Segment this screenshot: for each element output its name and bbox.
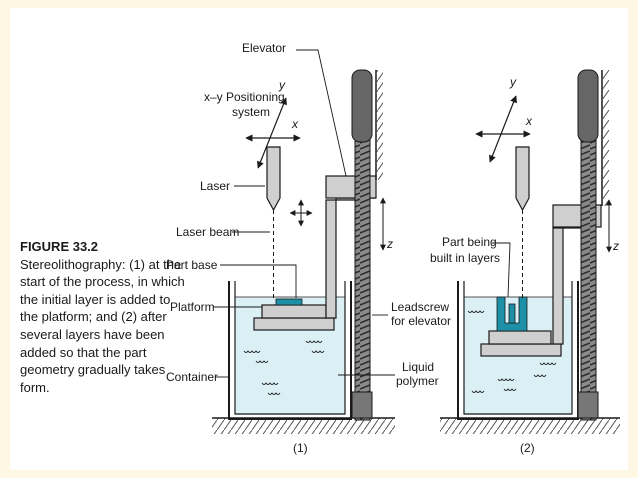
leadscrew-motor-2 xyxy=(577,69,599,143)
y-axis-arrow-2 xyxy=(489,95,517,163)
caption-body: Stereolithography: (1) at the start of t… xyxy=(20,256,185,395)
label-platform: Platform xyxy=(170,300,215,314)
wall-hatch-1 xyxy=(376,70,383,180)
leadscrew-2 xyxy=(580,137,597,421)
axis-z-1: z xyxy=(386,237,393,251)
leader-lines-2 xyxy=(492,242,511,298)
label-polymer: polymer xyxy=(396,374,439,388)
platform-1 xyxy=(253,317,335,331)
label-stage-2: (2) xyxy=(520,441,535,455)
label-liquid: Liquid xyxy=(402,360,434,374)
label-laser: Laser xyxy=(200,179,230,193)
container-2-inner xyxy=(463,281,573,415)
axis-x-2: x xyxy=(525,114,533,128)
laser-2 xyxy=(515,146,530,212)
stage-1-apparatus xyxy=(212,49,395,434)
leadscrew-foot-2 xyxy=(577,391,599,419)
container-1-inner xyxy=(234,281,346,415)
liquid-waves-1 xyxy=(243,340,325,395)
leader-lines-1 xyxy=(213,49,395,378)
label-part-base: Part base xyxy=(166,258,218,272)
part-being-built xyxy=(496,296,528,332)
ground-hatch-2 xyxy=(440,418,620,434)
label-leadscrew: Leadscrew xyxy=(391,300,449,314)
axis-y-2: y xyxy=(509,75,517,89)
caption-title: FIGURE 33.2 xyxy=(20,239,99,254)
stage-2-apparatus xyxy=(440,69,620,434)
label-container: Container xyxy=(166,370,218,384)
leadscrew-motor-1 xyxy=(351,69,373,143)
liquid-waves-2 xyxy=(467,310,557,393)
label-system: system xyxy=(232,105,270,119)
container-1 xyxy=(228,281,352,420)
initial-layer-1 xyxy=(275,298,303,306)
ground-hatch-1 xyxy=(212,418,395,434)
part-center-post xyxy=(508,303,516,324)
figure-caption: FIGURE 33.2 Stereolithography: (1) at th… xyxy=(20,238,190,396)
wall-hatch-2 xyxy=(602,70,609,206)
laser-1 xyxy=(266,146,281,212)
label-xy-positioning: x–y Positioning xyxy=(204,90,285,104)
label-stage-1: (1) xyxy=(293,441,308,455)
label-part-being: Part being xyxy=(442,235,497,249)
axis-z-2: z xyxy=(612,239,619,253)
label-laser-beam: Laser beam xyxy=(176,225,239,239)
axis-x-1: x xyxy=(291,117,299,131)
leadscrew-foot-1 xyxy=(351,391,373,419)
label-elevator: Elevator xyxy=(242,41,286,55)
container-2 xyxy=(457,281,579,420)
part-base-2 xyxy=(488,330,552,345)
label-built-in-layers: built in layers xyxy=(430,251,500,265)
part-base-1 xyxy=(261,304,327,319)
platform-2 xyxy=(480,343,562,357)
axis-y-1: y xyxy=(278,78,286,92)
leadscrew-1 xyxy=(354,137,371,421)
label-for-elevator: for elevator xyxy=(391,314,451,328)
y-axis-arrow-1 xyxy=(257,97,287,169)
